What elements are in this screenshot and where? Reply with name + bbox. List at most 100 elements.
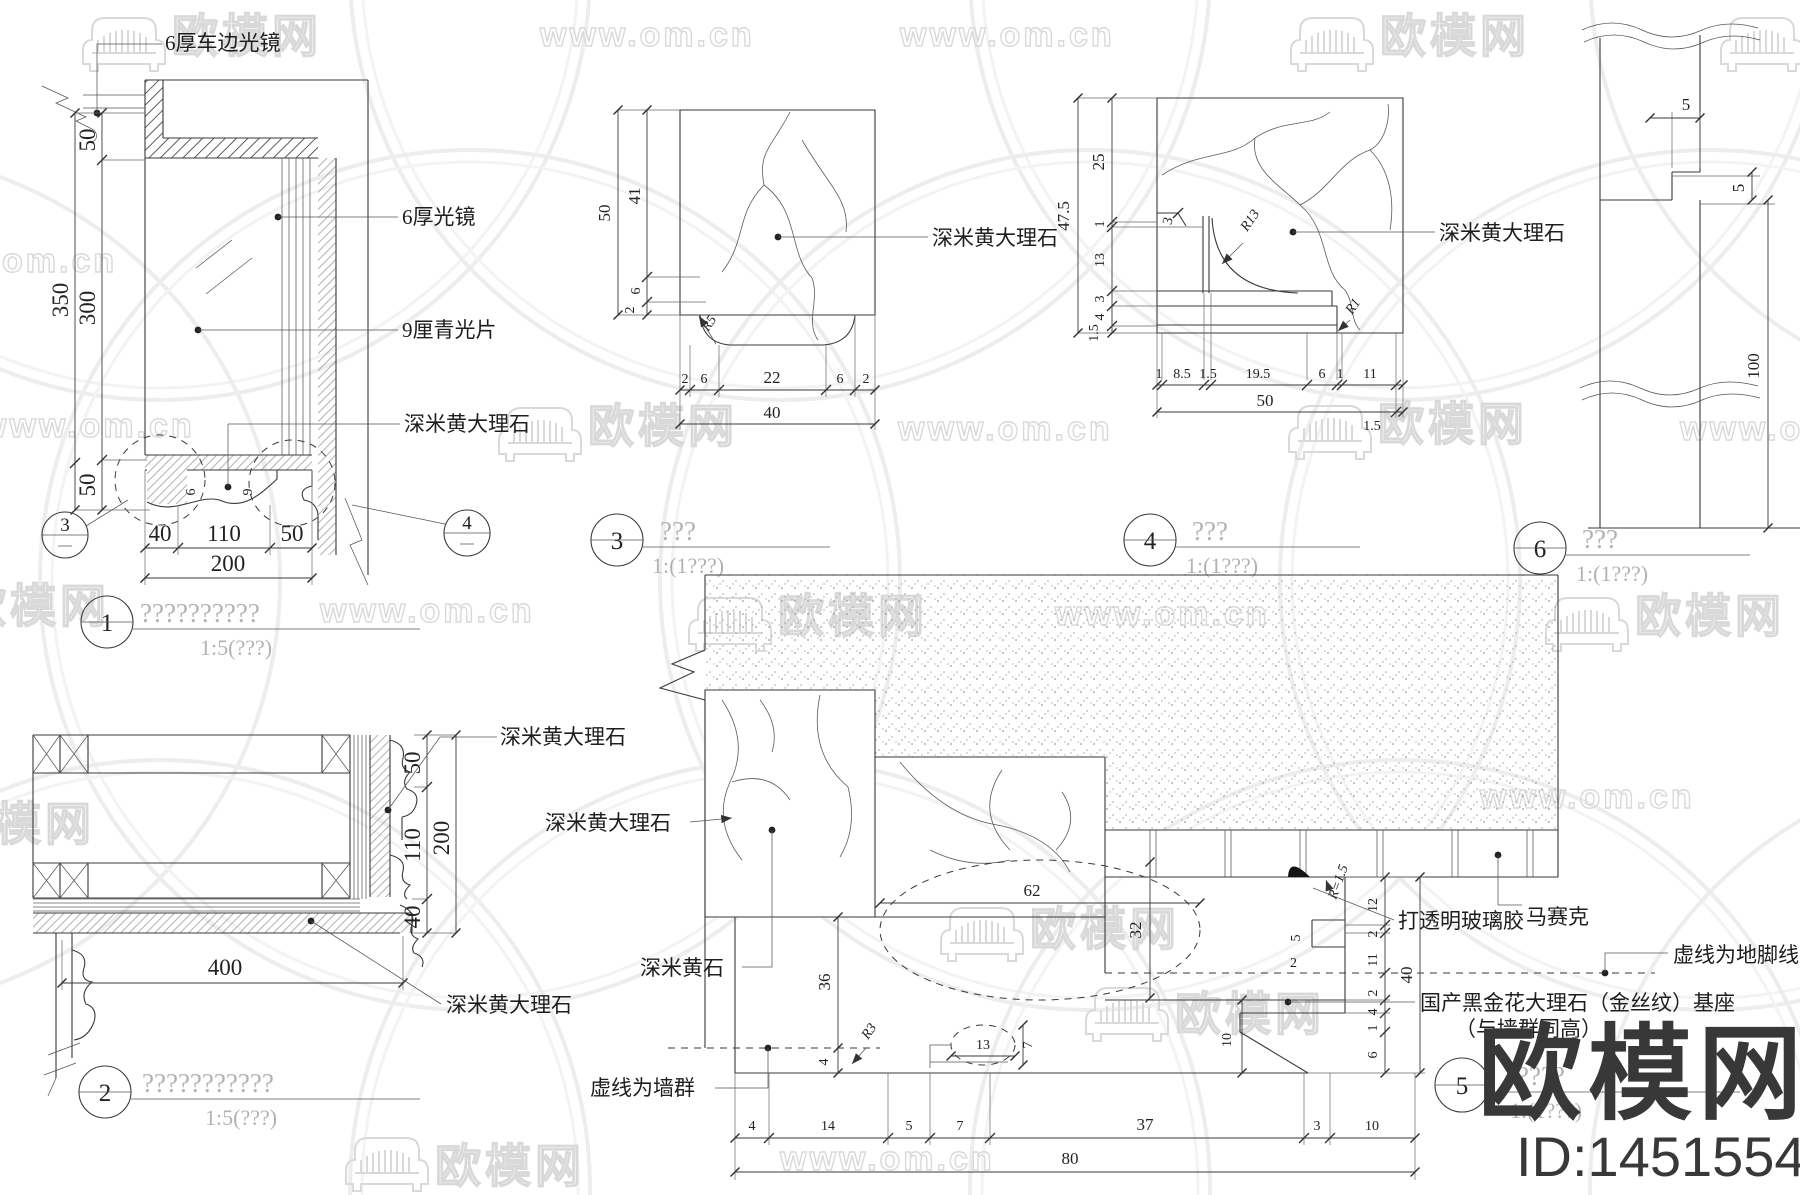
dim-b80: 80: [1062, 1149, 1079, 1168]
dim-50: 50: [595, 205, 614, 222]
dim-4: 4: [1093, 314, 1108, 321]
detail-5-scale: 1:(1???): [1510, 1098, 1582, 1123]
dim-b4: 4: [749, 1119, 756, 1134]
dim-b195: 19.5: [1246, 367, 1271, 382]
dim-40: 40: [400, 906, 425, 929]
dim-40: 40: [1397, 967, 1416, 984]
detail-6-wall-joint-section: 5 5 100 6 ??? 1:(1???): [1513, 22, 1800, 586]
dim-41: 41: [625, 188, 644, 205]
dim-6b: 6: [837, 372, 844, 387]
watermark-brand: 欧模网: [172, 10, 322, 62]
dim-step-2: 2: [1290, 956, 1297, 971]
watermark-brand: 欧模网: [1175, 988, 1325, 1040]
label-marble: 深米黄大理石: [545, 811, 671, 835]
sofa-icon: [1720, 17, 1800, 72]
detail-3-scale: 1:(1???): [652, 553, 724, 578]
dim-glass9: 9: [241, 489, 256, 496]
dim-10-vertical: 10: [1220, 1033, 1235, 1047]
detail-3-stone-profile: R5 深米黄大理石 41 6 2 50 2 6 22 6 2 40 3 ??? …: [590, 105, 1058, 578]
dim-glass6: 6: [184, 489, 199, 496]
watermark-url: www.om.cn: [897, 410, 1113, 448]
dim-36: 36: [815, 974, 834, 991]
label-edge-mirror: 6厚车边光镜: [165, 31, 281, 55]
dim-b15a: 1.5: [1199, 367, 1217, 382]
label-marble: 深米黄大理石: [1439, 221, 1565, 245]
detail-4-number: 4: [1144, 528, 1157, 555]
dim-b6: 6: [1319, 367, 1326, 382]
dim-13: 13: [976, 1038, 990, 1053]
dim-b7: 7: [957, 1119, 964, 1134]
label-base-line1: 国产黑金花大理石（金丝纹）基座: [1420, 991, 1735, 1015]
detail-5-base-detail: 62 32 13 7 36 4 R3 R=1.5 5 2 12 2 11 2 4…: [545, 574, 1799, 1180]
dim-50: 50: [400, 752, 425, 775]
detail-1-mirror-niche-section: 6厚车边光镜 6厚光镜 9厘青光片 深米黄大理石 6 9 50 300 350 …: [41, 31, 530, 660]
radius-r3: R3: [858, 1021, 880, 1043]
dim-40: 40: [149, 521, 172, 546]
detail-3-number: 3: [611, 528, 624, 555]
dim-6: 6: [1366, 1052, 1381, 1059]
dim-b15b: 1.5: [1363, 419, 1381, 434]
dim-b14: 14: [821, 1119, 835, 1134]
detail-5-number: 5: [1456, 1073, 1469, 1100]
label-marble: 深米黄大理石: [404, 412, 530, 436]
dim-5-vertical: 5: [1729, 184, 1748, 193]
radius-r1: R1: [1342, 296, 1364, 318]
label-mirror: 6厚光镜: [402, 205, 476, 229]
dim-22: 22: [764, 368, 781, 387]
dim-step-5: 5: [1289, 935, 1304, 942]
label-mosaic: 马赛克: [1526, 905, 1589, 929]
dim-110: 110: [400, 828, 425, 862]
watermark-brand: 欧模网: [435, 1140, 585, 1192]
dim-7: 7: [1021, 1042, 1036, 1049]
label-marble-bottom: 深米黄大理石: [446, 993, 572, 1017]
dim-300: 300: [75, 291, 100, 326]
dim-b1b: 1: [1337, 367, 1344, 382]
dim-350: 350: [48, 283, 73, 318]
radius-r5: R5: [698, 313, 720, 335]
label-marble-top: 深米黄大理石: [500, 725, 626, 749]
dim-1: 1: [1366, 1025, 1381, 1032]
label-dash-skirting: 虚线为地脚线: [1673, 943, 1799, 967]
sofa-icon: [82, 17, 166, 72]
watermark-brand: 欧模网: [1380, 10, 1530, 62]
dim-2: 2: [623, 307, 638, 314]
dim-b11: 11: [1363, 367, 1376, 382]
dim-notch-3: 3: [1160, 216, 1176, 227]
label-base-line2: （与墙群同高）: [1455, 1017, 1602, 1041]
dim-1-5: 1.5: [1087, 324, 1102, 342]
dim-50-bottom: 50: [75, 474, 100, 497]
detail-6-number: 6: [1534, 536, 1547, 563]
dim-50-top: 50: [75, 129, 100, 152]
radius-r13: R13: [1237, 207, 1263, 235]
dim-32: 32: [1126, 922, 1145, 939]
detail-1-scale: 1:5(???): [200, 635, 272, 660]
dim-5-horizontal: 5: [1682, 95, 1691, 114]
dim-2a: 2: [682, 372, 689, 387]
watermark-brand: 欧模网: [1635, 590, 1785, 642]
watermark-brand: 欧模网: [1378, 398, 1528, 450]
detail-2-niche-plan-section: 50 110 40 200 400 深米黄大理石 深米黄大理石 2 ??????…: [32, 725, 626, 1130]
detail-5-title: ?????: [1505, 1061, 1565, 1091]
dim-11: 11: [1366, 953, 1381, 966]
dim-b1a: 1: [1156, 367, 1163, 382]
watermark-url: www.om.cn: [899, 16, 1115, 54]
watermark-url: www.om.cn: [0, 407, 195, 445]
dim-b85: 8.5: [1173, 367, 1191, 382]
dim-62: 62: [1024, 881, 1041, 900]
label-stone: 深米黄石: [640, 956, 724, 980]
image-id: ID:1451554: [1516, 1125, 1800, 1188]
label-glue: 打透明玻璃胶: [1398, 909, 1524, 933]
label-marble: 深米黄大理石: [932, 226, 1058, 250]
dim-13: 13: [1093, 253, 1108, 267]
dim-b10: 10: [1365, 1119, 1379, 1134]
watermark-brand: 欧模网: [0, 580, 110, 632]
dim-b50: 50: [1257, 391, 1274, 410]
watermark-url: www.om.cn: [539, 16, 755, 54]
dim-b37: 37: [1137, 1115, 1155, 1134]
sofa-icon: [1290, 17, 1374, 72]
site-logo: 欧模网: [1478, 1017, 1800, 1133]
dim-12: 12: [1366, 898, 1381, 912]
detail-1-number: 1: [101, 610, 114, 637]
